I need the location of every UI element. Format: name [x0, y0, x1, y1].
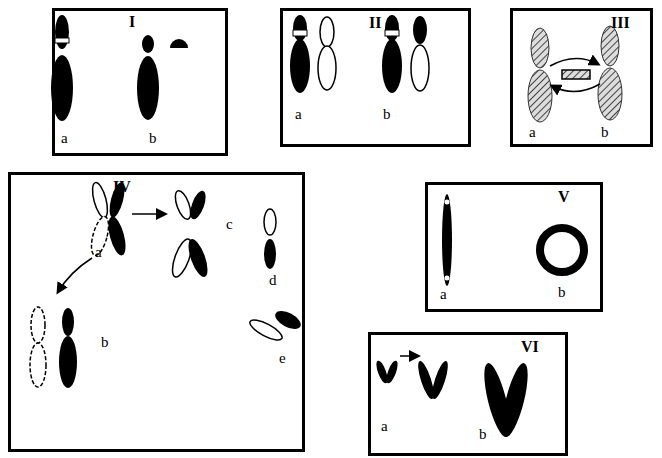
part-letter: e [279, 351, 286, 366]
part-letter: b [479, 427, 487, 442]
part-letter: a [95, 245, 102, 260]
part-letter: a [61, 131, 68, 146]
panel-numeral: II [369, 15, 381, 31]
part-letter: c [226, 217, 233, 232]
part-letter: d [269, 273, 277, 288]
chromosome [290, 15, 429, 93]
part-letter: a [381, 419, 388, 434]
panel-box: III a b [510, 8, 653, 147]
part-letter: a [529, 125, 536, 140]
panel-box: VI a b [368, 332, 568, 456]
panel-numeral: VI [521, 339, 539, 355]
part-letter: b [383, 107, 391, 122]
panel-box: II a b [280, 8, 471, 147]
part-letter: a [440, 287, 447, 302]
panel-numeral: I [129, 14, 135, 30]
panel-box: IV a c d e b [8, 172, 305, 452]
part-letter: b [101, 335, 109, 350]
chromosome [30, 181, 304, 388]
panel-box: Va b [425, 182, 603, 312]
part-letter: a [295, 107, 302, 122]
panel-numeral: III [611, 15, 630, 31]
chromosome [528, 26, 622, 122]
panel-numeral: V [558, 189, 570, 205]
chromosome [51, 15, 188, 121]
part-letter: b [149, 131, 157, 146]
panel-numeral: IV [113, 179, 131, 195]
chromosome [374, 356, 533, 439]
part-letter: b [558, 285, 566, 300]
panel-box: Ia b [52, 8, 228, 156]
part-letter: b [601, 125, 609, 140]
chromosome [442, 194, 584, 286]
